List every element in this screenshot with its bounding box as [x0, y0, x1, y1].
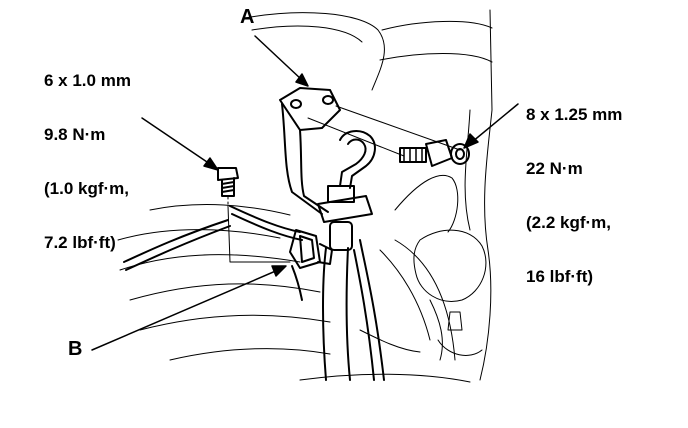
label-a: A — [240, 6, 255, 28]
bolt-icon — [217, 167, 239, 205]
spec-right: 8 x 1.25 mm 22 N·m (2.2 kgf·m, 16 lbf·ft… — [526, 70, 622, 304]
spec-right-metric: (2.2 kgf·m, — [526, 213, 612, 232]
spec-right-torque: 22 N·m — [526, 159, 583, 178]
spec-left-size: 6 x 1.0 mm — [44, 71, 131, 90]
bracket-icon — [279, 87, 341, 215]
spec-left: 6 x 1.0 mm 9.8 N·m (1.0 kgf·m, 7.2 lbf·f… — [44, 36, 131, 270]
spec-left-torque: 9.8 N·m — [44, 125, 106, 144]
spec-left-metric: (1.0 kgf·m, — [44, 179, 130, 198]
spec-right-imperial: 16 lbf·ft) — [526, 267, 594, 286]
callout-leaders — [91, 35, 519, 351]
guide-lines — [227, 105, 461, 263]
knuckle-outline — [117, 9, 493, 383]
spec-right-size: 8 x 1.25 mm — [526, 105, 623, 124]
right-bolt-icon — [399, 139, 470, 167]
label-b: B — [68, 338, 83, 360]
spec-left-imperial: 7.2 lbf·ft) — [44, 233, 116, 252]
brake-hose-icon — [317, 130, 385, 381]
clip-icon — [123, 205, 333, 301]
